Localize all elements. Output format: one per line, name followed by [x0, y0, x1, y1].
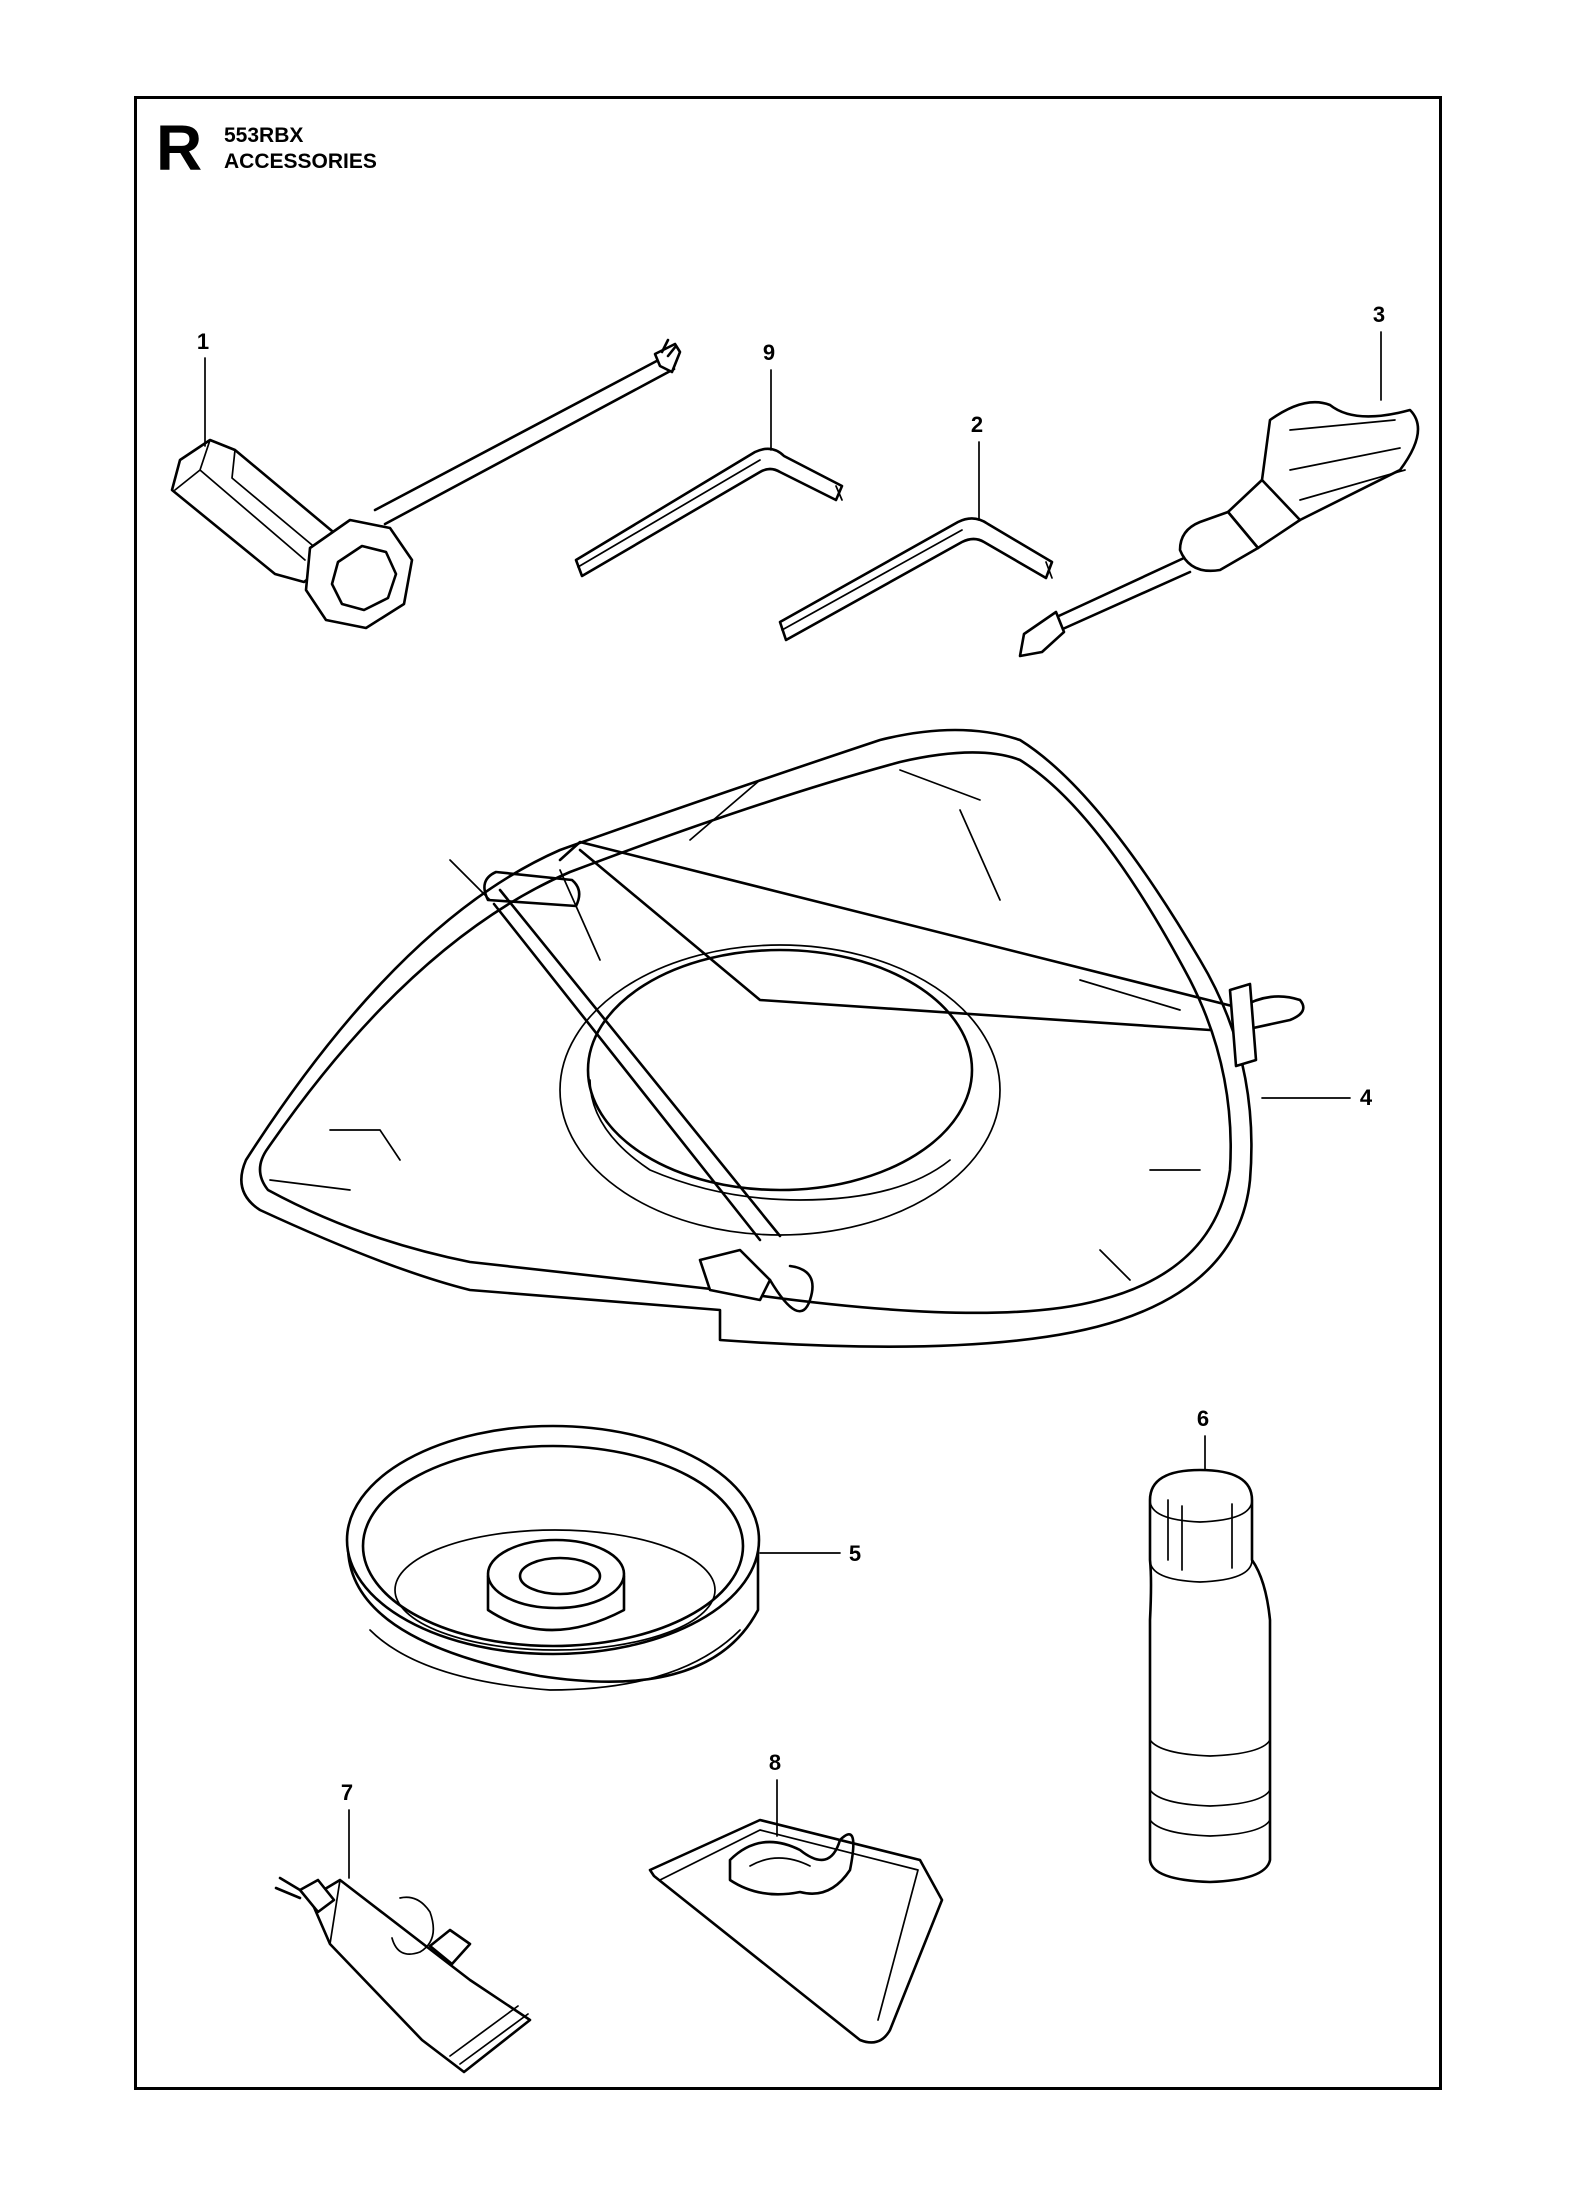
part-hex-key-small	[574, 447, 844, 578]
callout-3: 3	[1373, 302, 1385, 327]
part-oil-bottle	[1148, 1468, 1272, 1884]
part-hex-key-large	[778, 517, 1054, 642]
callout-9: 9	[763, 340, 775, 365]
callout-6: 6	[1197, 1406, 1209, 1431]
callout-8: 8	[769, 1750, 781, 1775]
page-frame	[134, 96, 1442, 2090]
callout-5: 5	[849, 1541, 861, 1566]
callout-4: 4	[1360, 1085, 1373, 1110]
part-harness-bag	[648, 1818, 944, 2044]
part-screwdriver	[1018, 400, 1420, 658]
part-combination-spanner	[170, 338, 682, 630]
part-grease-tube	[274, 1876, 532, 2074]
callout-7: 7	[341, 1780, 353, 1805]
page-title: ACCESSORIES	[224, 150, 377, 173]
callout-2: 2	[971, 412, 983, 437]
callout-1: 1	[197, 329, 209, 354]
model-number: 553RBX	[224, 124, 304, 147]
part-support-cup	[345, 1424, 761, 1691]
section-letter: R	[156, 112, 203, 184]
part-trimmer-guard	[240, 728, 1305, 1348]
